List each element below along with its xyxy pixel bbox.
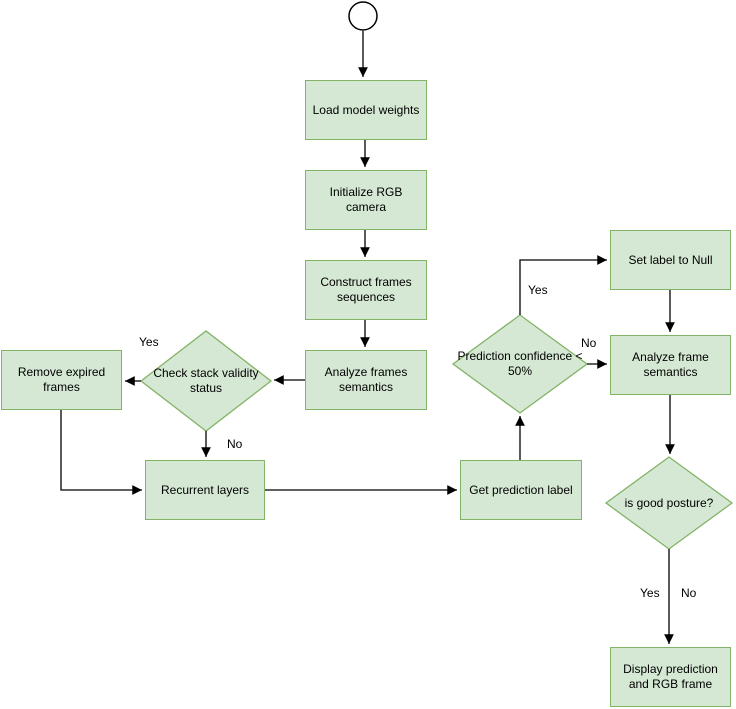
node-label: Analyze frames semantics — [324, 365, 408, 394]
node-construct-frames-sequences: Construct frames sequences — [305, 260, 427, 320]
decision-check-stack-validity: Check stack validity status — [146, 351, 266, 411]
decision-label: is good posture? — [624, 495, 714, 510]
edge-label-check-stack-yes: Yes — [139, 335, 159, 349]
node-label: Get prediction label — [469, 482, 573, 497]
node-label: Display prediction and RGB frame — [623, 662, 718, 691]
edge-label-prediction-no: No — [581, 336, 597, 350]
edge-label-prediction-yes: Yes — [528, 283, 548, 297]
node-label: Analyze frame semantics — [632, 350, 709, 379]
edge-label-check-stack-no: No — [227, 437, 243, 451]
node-get-prediction-label: Get prediction label — [460, 460, 582, 520]
node-set-label-to-null: Set label to Null — [610, 230, 731, 290]
edge-prediction-yes-to-setnull — [519, 255, 607, 315]
node-analyze-frame-semantics: Analyze frame semantics — [610, 335, 731, 395]
node-label: Remove expired frames — [17, 365, 106, 394]
node-label: Load model weights — [312, 102, 420, 117]
node-label: Initialize RGB camera — [329, 185, 403, 214]
decision-label: Prediction confidence < 50% — [457, 349, 583, 378]
decision-is-good-posture-shape — [604, 456, 734, 550]
node-label: Set label to Null — [628, 252, 713, 267]
node-recurrent-layers: Recurrent layers — [145, 460, 265, 520]
node-remove-expired-frames: Remove expired frames — [1, 350, 122, 410]
node-load-model-weights: Load model weights — [305, 80, 427, 140]
decision-prediction-confidence: Prediction confidence < 50% — [454, 334, 586, 394]
node-label: Construct frames sequences — [320, 275, 412, 304]
start-node — [348, 1, 378, 31]
decision-is-good-posture: is good posture? — [609, 473, 729, 533]
decision-check-stack-validity-shape — [139, 330, 273, 432]
edge-label-posture-no: No — [681, 586, 697, 600]
edge-label-posture-yes: Yes — [640, 586, 660, 600]
node-initialize-rgb-camera: Initialize RGB camera — [305, 170, 427, 230]
node-analyze-frames-semantics: Analyze frames semantics — [305, 350, 427, 410]
edge-remove-to-recurrent — [60, 410, 142, 495]
decision-label: Check stack validity status — [153, 366, 259, 395]
node-label: Recurrent layers — [160, 482, 250, 497]
node-display-prediction-rgb-frame: Display prediction and RGB frame — [610, 647, 731, 707]
